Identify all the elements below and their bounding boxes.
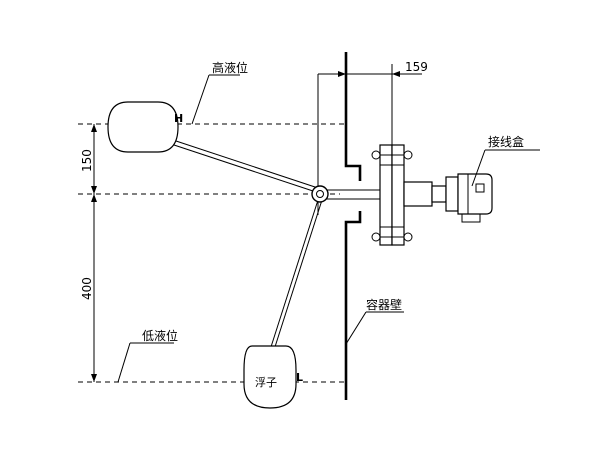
reference-lines [78, 123, 346, 383]
high-level-marker: H [174, 112, 183, 125]
container-wall [317, 52, 362, 400]
dimension-150-label: 150 [80, 149, 94, 172]
float-arm-assembly [167, 138, 380, 351]
junction-box [445, 173, 493, 223]
low-level-marker: L [296, 371, 303, 384]
dimension-159-label: 159 [405, 60, 428, 74]
low-level-label: 低液位 [142, 328, 178, 343]
upper-float [107, 101, 179, 153]
float-label: 浮子 [255, 376, 277, 389]
dimension-400-label: 400 [80, 277, 94, 300]
dimension-159: 159 [318, 60, 428, 145]
flange-assembly [371, 144, 447, 246]
high-level-label: 高液位 [212, 60, 248, 75]
annotations [117, 74, 540, 383]
lower-float: 浮子 [243, 345, 297, 409]
container-wall-label: 容器壁 [366, 297, 402, 312]
junction-box-label: 接线盒 [488, 134, 524, 149]
